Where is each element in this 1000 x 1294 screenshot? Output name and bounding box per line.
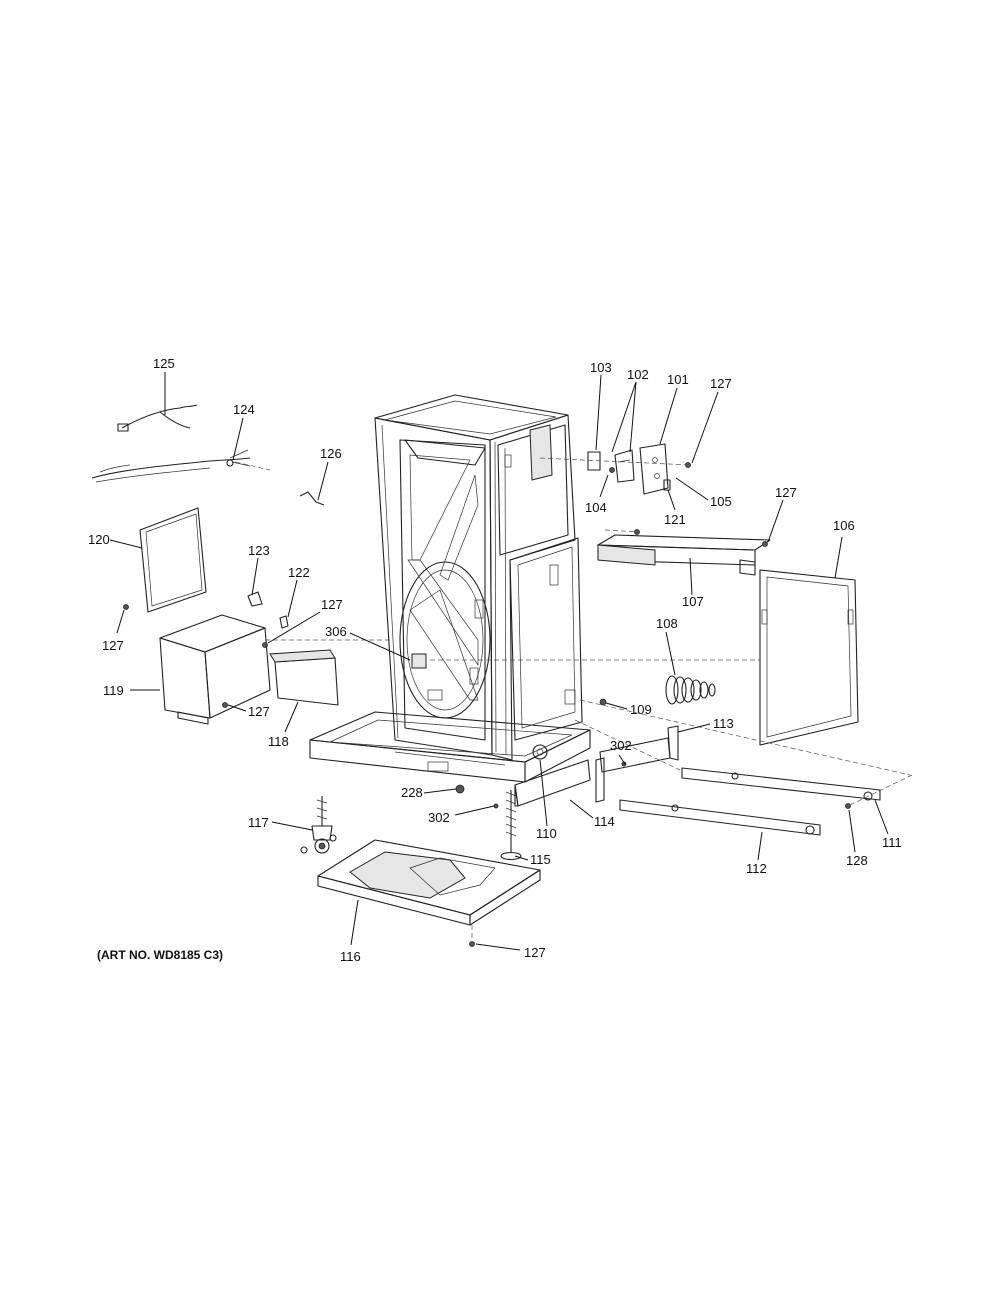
callout-127-b: 127	[321, 597, 343, 612]
callout-117: 117	[248, 815, 269, 830]
caster-assembly	[300, 796, 337, 854]
callout-126: 126	[320, 446, 342, 461]
callout-306: 306	[325, 624, 347, 639]
wire-harness-124	[91, 449, 251, 483]
callout-302-a: 302	[610, 738, 632, 753]
callout-115: 115	[530, 852, 551, 867]
callout-105: 105	[710, 494, 732, 509]
callout-labels: 125 124 126 120 123 122 127 127 306 119 …	[88, 356, 902, 964]
art-number: (ART NO. WD8185 C3)	[97, 948, 223, 962]
cabinet	[374, 394, 583, 761]
base-frame	[309, 711, 591, 807]
cord-125	[117, 404, 198, 432]
callout-118: 118	[268, 734, 289, 749]
wire-clip-126	[299, 491, 325, 506]
cover-120	[139, 507, 207, 613]
callout-127-a: 127	[102, 638, 124, 653]
bracket-113	[595, 725, 679, 803]
callout-119: 119	[103, 683, 124, 698]
callout-111: 111	[882, 835, 902, 850]
callout-103: 103	[590, 360, 612, 375]
alignment-lines	[234, 457, 913, 945]
leader-lines	[109, 372, 889, 951]
callout-108: 108	[656, 616, 678, 631]
callout-127-c: 127	[248, 704, 270, 719]
bracket-118	[269, 649, 339, 706]
callout-123: 123	[248, 543, 270, 558]
callout-302-b: 302	[428, 810, 450, 825]
callout-109: 109	[630, 702, 652, 717]
callout-127-e: 127	[775, 485, 797, 500]
rail-112	[619, 799, 821, 836]
callout-114: 114	[594, 814, 615, 829]
control-box-119	[159, 614, 271, 725]
rear-panel	[759, 569, 859, 746]
spring	[665, 675, 716, 705]
callout-127-f: 127	[524, 945, 546, 960]
callout-128: 128	[846, 853, 868, 868]
callout-112: 112	[746, 861, 767, 876]
callout-127-d: 127	[710, 376, 732, 391]
rail-111	[681, 767, 881, 801]
callout-124: 124	[233, 402, 255, 417]
fasteners	[455, 529, 851, 947]
callout-110: 110	[536, 826, 557, 841]
bottom-pan	[317, 839, 541, 926]
callout-121: 121	[664, 512, 686, 527]
callout-102: 102	[627, 367, 649, 382]
callout-113: 113	[713, 716, 734, 731]
callout-106: 106	[833, 518, 855, 533]
small-parts-left	[123, 591, 289, 708]
callout-107: 107	[682, 594, 704, 609]
callout-122: 122	[288, 565, 310, 580]
callout-120: 120	[88, 532, 110, 547]
callout-125: 125	[153, 356, 175, 371]
callout-228: 228	[401, 785, 423, 800]
leveling-foot	[500, 790, 522, 861]
callout-116: 116	[340, 949, 361, 964]
duct-bracket	[597, 534, 771, 576]
callout-104: 104	[585, 500, 607, 515]
callout-101: 101	[667, 372, 689, 387]
